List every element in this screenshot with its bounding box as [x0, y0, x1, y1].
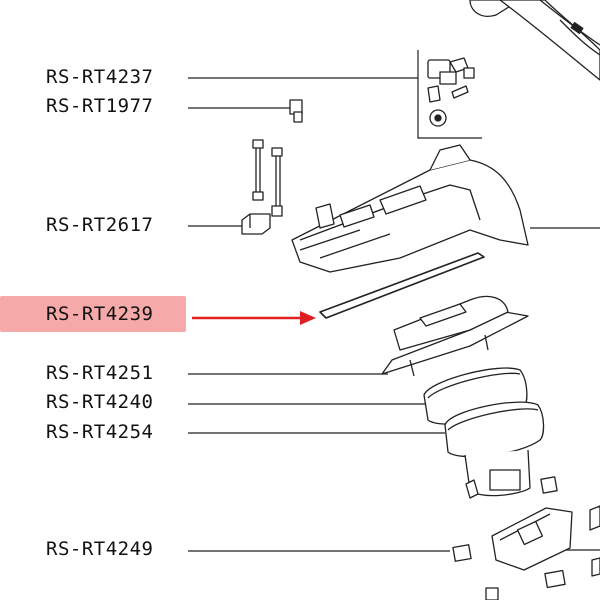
- motor-assembly: [444, 401, 558, 499]
- switch-block-part: [241, 213, 271, 235]
- selected-part-highlight: [0, 296, 186, 332]
- part-label-rs-rt4251: RS-RT4251: [46, 362, 154, 384]
- part-label-rs-rt4249: RS-RT4249: [46, 538, 154, 560]
- base-electronics-unit: [452, 505, 600, 600]
- wire-leads: [252, 139, 283, 217]
- part-label-rs-rt1977: RS-RT1977: [46, 95, 154, 117]
- part-label-rs-rt4239: RS-RT4239: [46, 303, 154, 325]
- part-label-rs-rt2617: RS-RT2617: [46, 214, 154, 236]
- gasket-seal: [319, 252, 485, 319]
- filter-cover-plate: [381, 295, 529, 377]
- part-label-rs-rt4237: RS-RT4237: [46, 66, 154, 88]
- group-bracket: [417, 50, 482, 139]
- upper-body-housing: [291, 144, 529, 273]
- highlight-arrow: [192, 311, 316, 325]
- switch-clip-parts: [427, 57, 475, 127]
- small-connector-part: [289, 99, 303, 123]
- part-label-rs-rt4240: RS-RT4240: [46, 391, 154, 413]
- part-label-rs-rt4254: RS-RT4254: [46, 421, 154, 443]
